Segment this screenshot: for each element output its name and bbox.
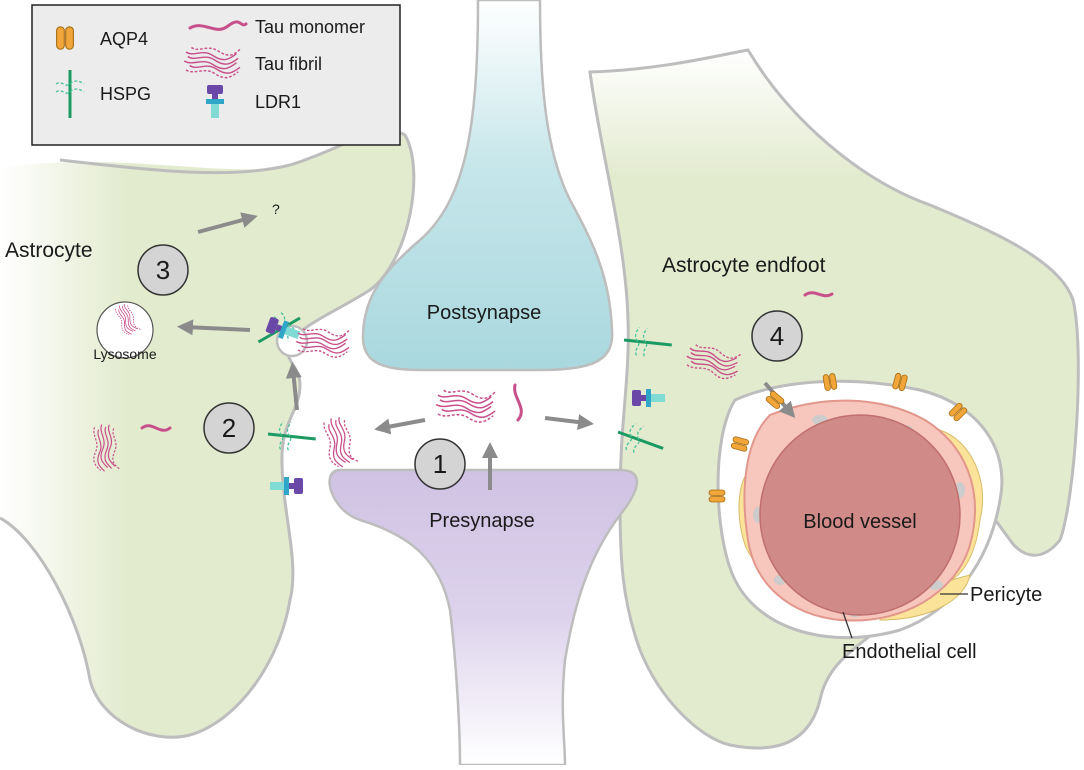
endothelial-cell-label: Endothelial cell xyxy=(842,641,977,663)
tau-monomer xyxy=(803,291,834,298)
step-2-label: 2 xyxy=(222,413,236,443)
blood-vessel-lumen xyxy=(759,414,961,616)
legend-label-aqp4: AQP4 xyxy=(100,29,148,49)
unknown-fate-label: ? xyxy=(272,201,280,217)
legend-box: AQP4 HSPG Tau monomer Tau fibril LDR1 xyxy=(31,4,401,146)
legend-label-tau-fibril: Tau fibril xyxy=(255,54,322,74)
postsynapse-shape xyxy=(361,0,614,372)
postsynapse-label: Postsynapse xyxy=(427,302,542,324)
endothelial-callout-line xyxy=(842,611,853,639)
lysosome-label: Lysosome xyxy=(93,346,157,362)
tau-fibril xyxy=(435,389,496,423)
presynapse-label: Presynapse xyxy=(429,510,535,532)
tau-fibril xyxy=(316,413,361,471)
legend-label-hspg: HSPG xyxy=(100,84,151,104)
tau-monomer xyxy=(513,383,523,422)
pericyte-label: Pericyte xyxy=(970,584,1042,606)
blood-vessel-label: Blood vessel xyxy=(803,511,916,533)
step-4-marker: 4 xyxy=(751,310,803,362)
astrocyte-label: Astrocyte xyxy=(5,239,93,262)
step-2-marker: 2 xyxy=(203,402,255,454)
legend-label-ldr1: LDR1 xyxy=(255,92,301,112)
lysosome-shape xyxy=(96,301,154,359)
step-1-marker: 1 xyxy=(414,438,466,490)
legend-label-tau-monomer: Tau monomer xyxy=(255,17,365,37)
tau-monomer xyxy=(140,424,172,432)
step-4-label: 4 xyxy=(770,321,784,351)
step-1-label: 1 xyxy=(433,449,447,479)
tau-monomer-icon xyxy=(188,20,248,31)
step-3-marker: 3 xyxy=(137,244,189,296)
step-3-label: 3 xyxy=(156,255,170,285)
astrocyte-endfoot-label: Astrocyte endfoot xyxy=(662,254,826,277)
